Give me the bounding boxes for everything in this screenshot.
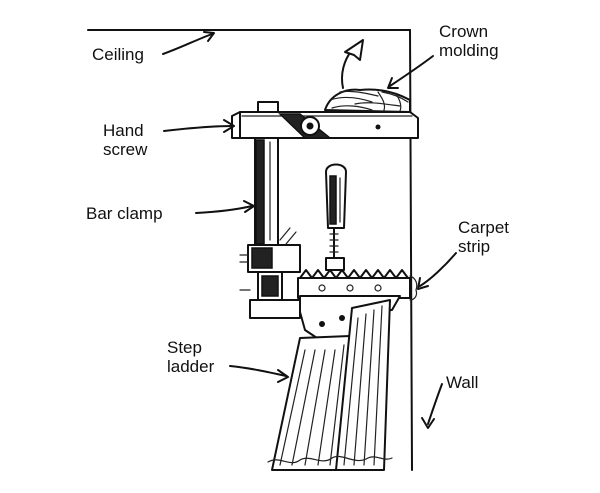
carpet-strip-leader xyxy=(419,252,457,287)
crown-molding-leader xyxy=(389,55,434,87)
rotation-arrow xyxy=(341,39,364,89)
label-hand-screw-line2: screw xyxy=(103,140,148,159)
carpet-strip xyxy=(297,269,418,301)
hand-screw-leader xyxy=(163,125,233,132)
label-carpet-strip-line1: Carpet xyxy=(458,218,510,237)
leader-lines xyxy=(162,31,457,429)
bar-clamp-leader xyxy=(195,205,253,214)
clamp-screw-handle xyxy=(325,163,347,271)
wall-line xyxy=(409,29,413,471)
label-crown-molding-line1: Crown xyxy=(439,22,489,41)
crown-molding xyxy=(324,88,411,113)
label-crown-molding-line2: molding xyxy=(439,41,499,60)
ceiling-leader xyxy=(162,33,213,55)
label-wall: Wall xyxy=(446,373,479,392)
label-hand-screw-line1: Hand xyxy=(103,121,144,140)
label-bar-clamp: Bar clamp xyxy=(86,204,163,223)
label-carpet-strip-line2: strip xyxy=(458,237,491,256)
label-ceiling: Ceiling xyxy=(92,45,144,64)
step-ladder xyxy=(267,299,393,471)
hand-screw xyxy=(231,101,419,139)
label-step-ladder-line1: Step xyxy=(167,338,202,357)
step-ladder-leader xyxy=(229,365,287,377)
bar-clamp xyxy=(239,137,301,319)
wall-leader xyxy=(427,383,443,425)
label-step-ladder-line2: ladder xyxy=(167,357,215,376)
